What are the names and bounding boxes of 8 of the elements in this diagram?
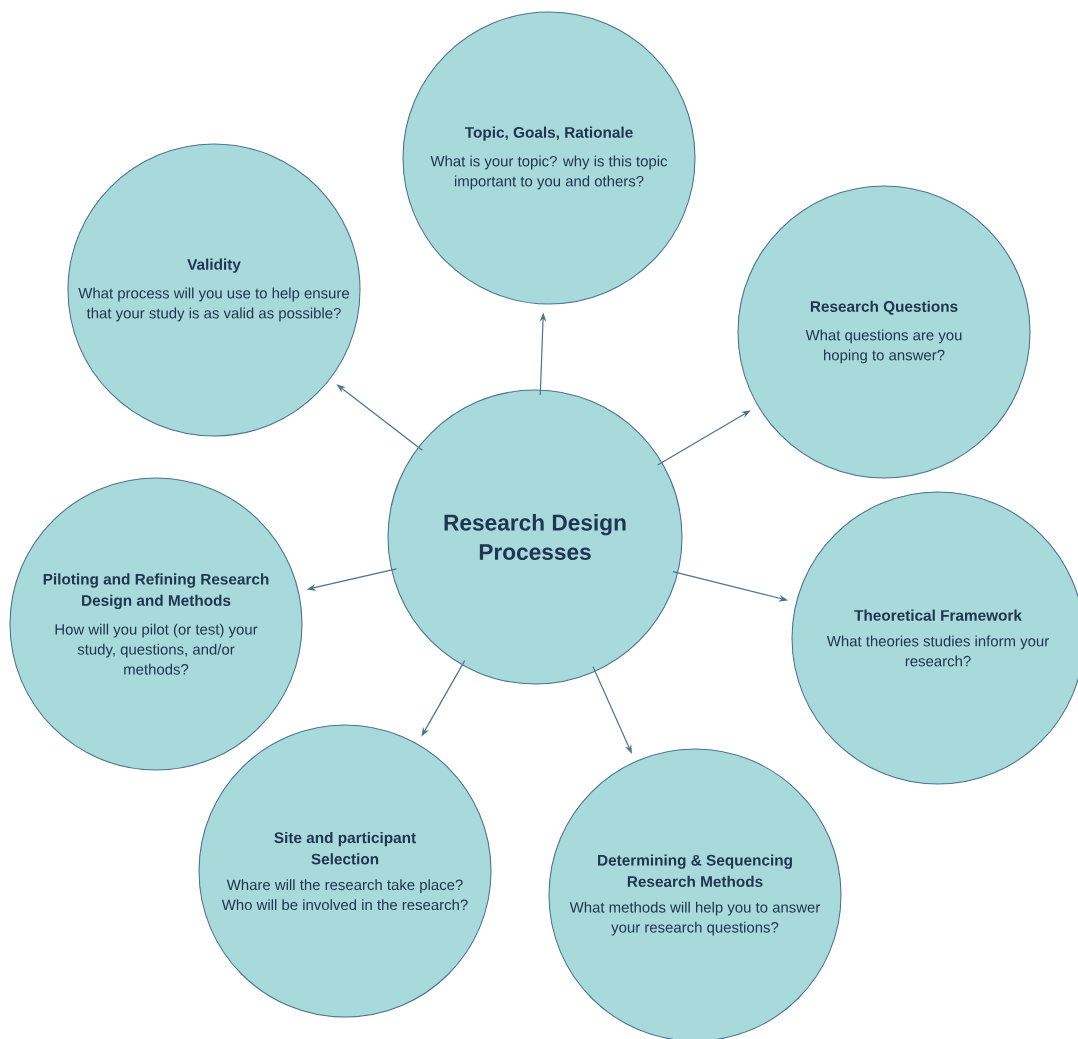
circle-node: Piloting and Refining Research Design and Methods How will you pilot (or test) your study, questions, and/or methods? [9,477,303,771]
circle-node: Research Questions What questions are you hoping to answer? [737,185,1031,479]
circle-node: Theoretical Framework What theories studies inform your research? [791,491,1078,785]
circle-node: Validity What process will you use to help ensure that your study is as valid as possible? [67,143,361,437]
circle-node: Research Design Processes [387,389,683,685]
circle-node: Topic, Goals, Rationale What is your topic? why is this topic important to you and others? [402,11,696,305]
circle-node: Site and participant Selection Whare will the research take place? Who will be involved in the research? [198,724,492,1018]
circle-node: Determining & Sequencing Research Methods What methods will help you to answer your research questions? [548,748,842,1039]
